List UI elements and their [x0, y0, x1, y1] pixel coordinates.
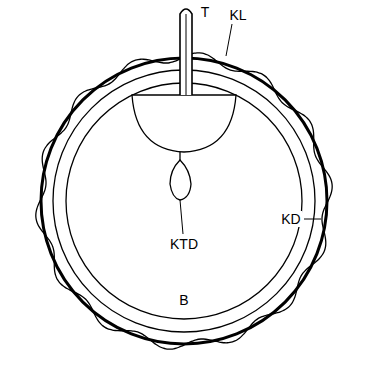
drop-stem — [179, 152, 180, 160]
leader-line — [180, 200, 183, 234]
leader-line — [226, 24, 232, 56]
drop-shape — [170, 160, 191, 200]
part-label: KTD — [168, 236, 200, 252]
leader-line — [304, 219, 321, 220]
part-label: T — [199, 4, 212, 20]
inner-ring — [66, 83, 302, 319]
stalk — [180, 9, 192, 95]
cap-region — [132, 95, 236, 152]
outer-ring — [41, 58, 327, 344]
wavy-skin — [36, 53, 332, 349]
part-label: B — [177, 292, 190, 308]
part-label: KD — [279, 211, 302, 227]
part-label: KL — [227, 7, 248, 23]
stalk-core — [186, 14, 187, 95]
middle-ring — [53, 70, 315, 332]
